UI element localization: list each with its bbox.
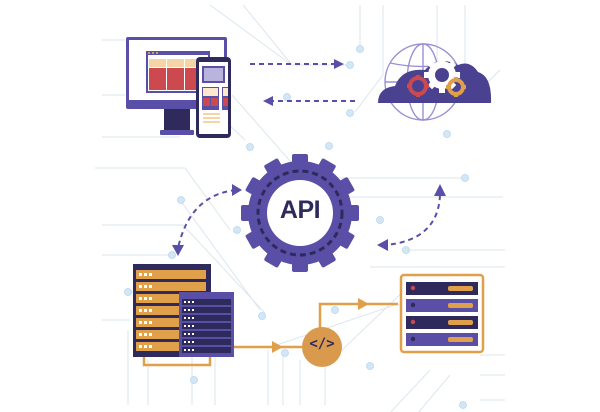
- orange-gear-icon: [446, 77, 466, 97]
- code-node-circle: [302, 327, 342, 367]
- code-icon: </>: [309, 336, 335, 352]
- api-label: API: [279, 196, 321, 224]
- red-gear-icon: [407, 75, 429, 97]
